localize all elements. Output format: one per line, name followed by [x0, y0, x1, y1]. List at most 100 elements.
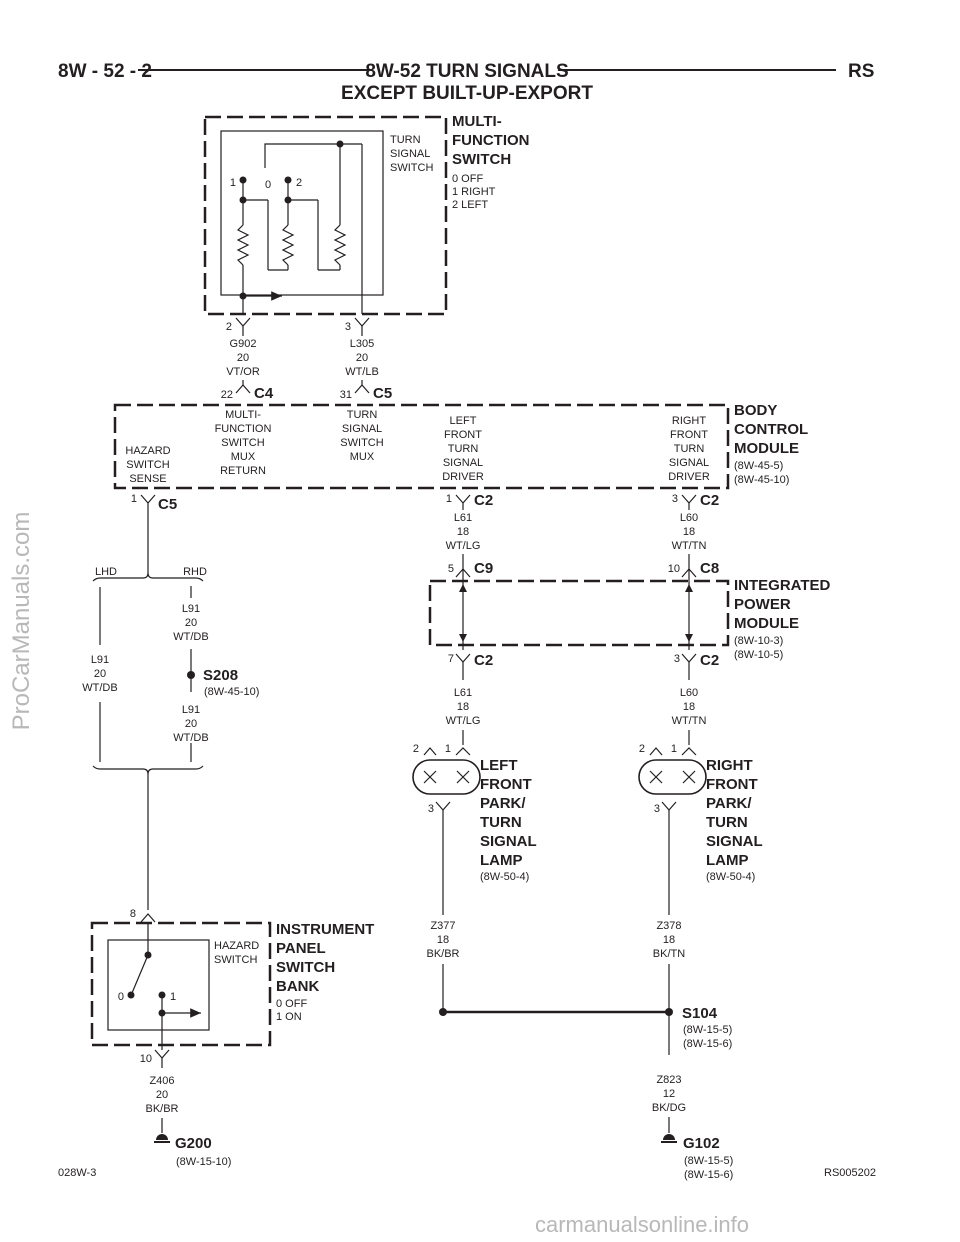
bcm-right-driver-label: RIGHT FRONT TURN SIGNAL DRIVER — [668, 415, 710, 483]
svg-text:(8W-50-4): (8W-50-4) — [706, 871, 755, 883]
svg-text:3: 3 — [674, 653, 680, 665]
svg-text:G902: G902 — [230, 338, 257, 350]
svg-text:18: 18 — [683, 701, 695, 713]
contact-0-label: 0 — [265, 179, 271, 191]
wire-label-l61-bot: L61 18 WT/LG — [446, 687, 481, 727]
page-title: 8W-52 TURN SIGNALS — [365, 61, 568, 82]
svg-text:C2: C2 — [700, 492, 719, 509]
svg-text:7: 7 — [448, 653, 454, 665]
wire-label-l305: L305 20 WT/LB — [345, 338, 379, 378]
svg-text:31: 31 — [340, 389, 352, 401]
svg-text:C5: C5 — [373, 385, 392, 402]
svg-text:8: 8 — [130, 908, 136, 920]
svg-text:TURN: TURN — [480, 814, 522, 831]
svg-text:LEFT: LEFT — [480, 757, 518, 774]
bcm-ts-mux-label: TURN SIGNAL SWITCH MUX — [340, 409, 383, 463]
svg-text:POWER: POWER — [734, 596, 791, 613]
svg-text:LAMP: LAMP — [706, 852, 749, 869]
ground-icon — [663, 1134, 675, 1140]
svg-text:LAMP: LAMP — [480, 852, 523, 869]
svg-text:SIGNAL: SIGNAL — [480, 833, 537, 850]
svg-text:VT/OR: VT/OR — [226, 366, 260, 378]
svg-text:BK/BR: BK/BR — [145, 1103, 178, 1115]
svg-text:1 RIGHT: 1 RIGHT — [452, 186, 496, 198]
ipm-dashed-outline — [428, 579, 730, 647]
svg-text:WT/LG: WT/LG — [446, 540, 481, 552]
section-code: RS — [848, 61, 874, 82]
svg-text:WT/LG: WT/LG — [446, 715, 481, 727]
svg-text:C8: C8 — [700, 560, 719, 577]
svg-text:FRONT: FRONT — [706, 776, 758, 793]
svg-text:3: 3 — [428, 803, 434, 815]
svg-text:1 ON: 1 ON — [276, 1011, 302, 1023]
ipsb-dashed-outline — [90, 921, 272, 1047]
hazard-sense-wiring — [92, 503, 204, 910]
svg-text:0 OFF: 0 OFF — [452, 173, 483, 185]
ipsb-bottom-connector: 10 — [140, 1049, 170, 1068]
bcm-mfs-return-label: MULTI- FUNCTION SWITCH MUX RETURN — [215, 409, 272, 477]
svg-text:TURN: TURN — [448, 443, 479, 455]
svg-text:20: 20 — [185, 617, 197, 629]
contact-2-label: 2 — [296, 177, 302, 189]
svg-text:10: 10 — [140, 1053, 152, 1065]
svg-text:RIGHT: RIGHT — [706, 757, 753, 774]
svg-text:18: 18 — [457, 526, 469, 538]
svg-text:WT/DB: WT/DB — [173, 631, 208, 643]
svg-text:(8W-10-3): (8W-10-3) — [734, 635, 783, 647]
svg-text:SIGNAL: SIGNAL — [390, 148, 430, 160]
svg-text:Z823: Z823 — [656, 1074, 681, 1086]
hazard-contact-1-label: 1 — [170, 991, 176, 1003]
svg-text:RIGHT: RIGHT — [672, 415, 707, 427]
svg-text:L91: L91 — [91, 654, 109, 666]
svg-text:(8W-45-10): (8W-45-10) — [734, 474, 789, 486]
mfs-inner-label: TURN SIGNAL SWITCH — [390, 134, 433, 174]
svg-text:SWITCH: SWITCH — [221, 437, 264, 449]
svg-text:TURN: TURN — [706, 814, 748, 831]
footer-left-code: 028W-3 — [58, 1167, 96, 1179]
bcm-dashed-outline — [113, 403, 730, 490]
svg-text:Z377: Z377 — [430, 920, 455, 932]
right-front-lamp: 2 1 3 RIGHT FRONT PARK/ TURN SIGNAL LAMP… — [638, 730, 763, 915]
svg-text:SIGNAL: SIGNAL — [443, 457, 483, 469]
rhd-label: RHD — [183, 566, 207, 578]
svg-text:(8W-15-6): (8W-15-6) — [683, 1038, 732, 1050]
svg-text:20: 20 — [156, 1089, 168, 1101]
left-front-lamp: 2 1 3 LEFT FRONT PARK/ TURN SIGNAL LAMP … — [412, 730, 537, 915]
svg-text:C2: C2 — [474, 492, 493, 509]
svg-text:RETURN: RETURN — [220, 465, 266, 477]
mfs-contacts — [239, 140, 344, 300]
svg-text:MULTI-: MULTI- — [225, 409, 261, 421]
svg-text:18: 18 — [437, 934, 449, 946]
wire-label-z823: Z823 12 BK/DG — [652, 1074, 686, 1114]
svg-text:Z378: Z378 — [656, 920, 681, 932]
svg-text:(8W-45-5): (8W-45-5) — [734, 460, 783, 472]
svg-text:DRIVER: DRIVER — [668, 471, 710, 483]
svg-text:1: 1 — [671, 743, 677, 755]
svg-text:Z406: Z406 — [149, 1075, 174, 1087]
ground-icon — [156, 1134, 168, 1140]
svg-text:1: 1 — [131, 493, 137, 505]
svg-text:10: 10 — [668, 563, 680, 575]
svg-text:(8W-50-4): (8W-50-4) — [480, 871, 529, 883]
svg-text:1: 1 — [445, 743, 451, 755]
svg-text:BANK: BANK — [276, 978, 319, 995]
wire-label-l60-top: L60 18 WT/TN — [672, 512, 707, 552]
page-header: 8W - 52 - 2 8W-52 TURN SIGNALS EXCEPT BU… — [58, 61, 874, 104]
wire-label-z377: Z377 18 BK/BR — [426, 920, 459, 960]
svg-text:20: 20 — [185, 718, 197, 730]
integrated-power-module: INTEGRATED POWER MODULE (8W-10-3) (8W-10… — [428, 577, 831, 661]
wire-label-l91-rhd: L91 20 WT/DB — [173, 603, 208, 643]
svg-text:L60: L60 — [680, 512, 698, 524]
bcm-hazard-sense-label: HAZARD SWITCH SENSE — [125, 445, 170, 485]
svg-text:SWITCH: SWITCH — [340, 437, 383, 449]
svg-text:BODY: BODY — [734, 402, 777, 419]
svg-text:(8W-15-5): (8W-15-5) — [683, 1024, 732, 1036]
svg-text:INTEGRATED: INTEGRATED — [734, 577, 831, 594]
svg-text:SIGNAL: SIGNAL — [706, 833, 763, 850]
splice-s104: S104 (8W-15-5) (8W-15-6) — [439, 964, 732, 1055]
contact-1-label: 1 — [230, 177, 236, 189]
svg-text:22: 22 — [221, 389, 233, 401]
svg-text:S208: S208 — [203, 667, 238, 684]
svg-text:C2: C2 — [474, 652, 493, 669]
svg-text:L61: L61 — [454, 687, 472, 699]
